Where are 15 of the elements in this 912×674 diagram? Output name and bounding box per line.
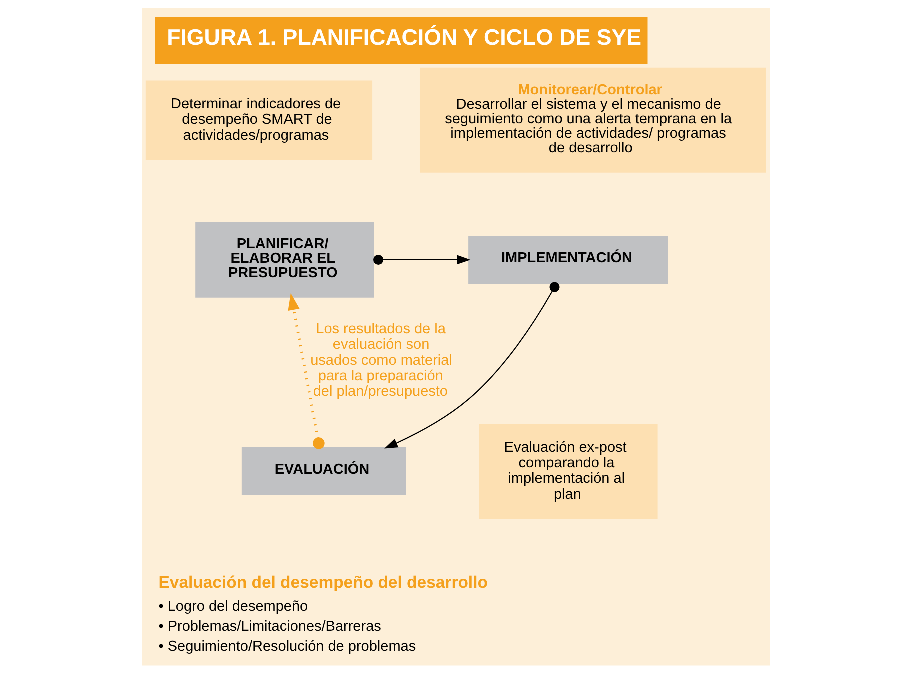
edge-label: Los resultados de la evaluación son usados como material para la preparación del plan/presupuesto	[310, 322, 452, 400]
label: Evaluación del desempeño del desarrollo	[158, 573, 488, 592]
node-box: Monitorear/Controlar Desarrollar el sistema y el mecanismo de seguimiento como una alerta temprana en la implementación de actividades/ programas de desarrollo	[420, 68, 766, 173]
arrow	[384, 282, 560, 449]
label: • Problemas/Limitaciones/Barreras	[158, 619, 382, 636]
node-box: PLANIFICAR/ ELABORAR EL PRESUPUESTO	[196, 222, 374, 298]
arrow	[288, 293, 325, 450]
diagram-title: FIGURA 1. PLANIFICACIÓN Y CICLO DE SYE	[167, 25, 642, 50]
node-box: EVALUACIÓN	[242, 448, 406, 496]
label: • Logro del desempeño	[158, 598, 308, 615]
node-box: Determinar indicadores de desempeño SMART de actividades/programas	[146, 80, 373, 160]
label: • Seguimiento/Resolución de problemas	[158, 639, 416, 656]
node-box: Evaluación ex-post comparando la implementación al plan	[479, 424, 658, 519]
node-box: IMPLEMENTACIÓN	[468, 236, 668, 284]
arrow	[374, 254, 471, 265]
